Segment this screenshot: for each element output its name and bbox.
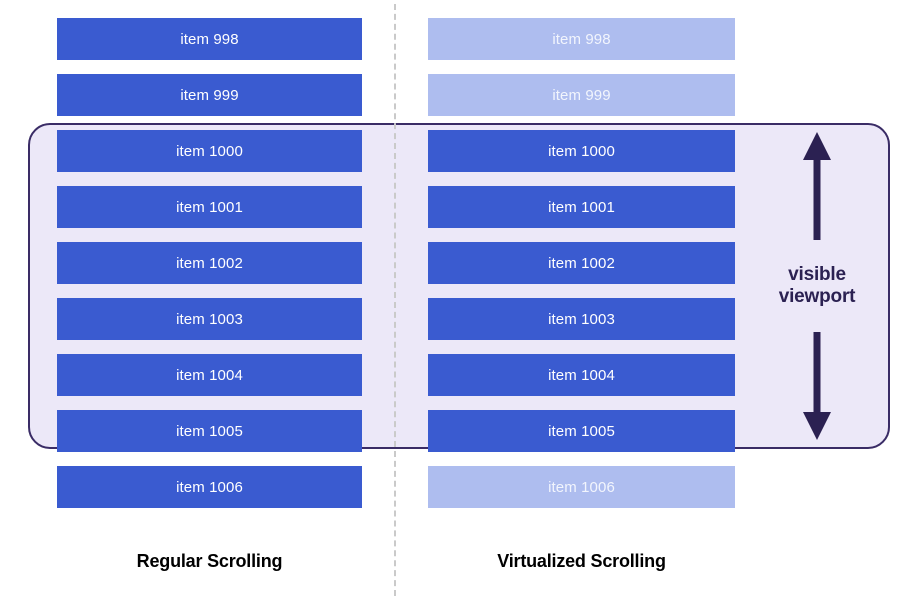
- arrow-up-icon: [803, 132, 831, 240]
- regular-list-item[interactable]: item 1006: [57, 466, 362, 508]
- virtualized-list-item[interactable]: item 999: [428, 74, 735, 116]
- item-label: item 1003: [548, 310, 615, 328]
- column-divider: [394, 4, 396, 596]
- item-label: item 998: [180, 30, 239, 48]
- virtualized-list-item[interactable]: item 1001: [428, 186, 735, 228]
- virtualized-list-item[interactable]: item 1003: [428, 298, 735, 340]
- regular-list-item[interactable]: item 998: [57, 18, 362, 60]
- regular-list-item[interactable]: item 1001: [57, 186, 362, 228]
- item-label: item 1003: [176, 310, 243, 328]
- item-label: item 1002: [548, 254, 615, 272]
- viewport-caption-text: visible viewport: [779, 264, 856, 309]
- item-label: item 1002: [176, 254, 243, 272]
- item-label: item 1005: [548, 422, 615, 440]
- virtualized-scrolling-label: Virtualized Scrolling: [497, 551, 666, 571]
- item-label: item 1001: [548, 198, 615, 216]
- item-label: item 998: [552, 30, 611, 48]
- viewport-annotation: visible viewport: [752, 130, 882, 442]
- regular-scrolling-label: Regular Scrolling: [136, 551, 283, 571]
- viewport-caption-line-1: visible: [788, 263, 846, 285]
- item-label: item 1000: [548, 142, 615, 160]
- virtualized-list-item[interactable]: item 1000: [428, 130, 735, 172]
- virtualized-list-item[interactable]: item 1004: [428, 354, 735, 396]
- regular-list-item[interactable]: item 1003: [57, 298, 362, 340]
- virtualized-list-item[interactable]: item 1005: [428, 410, 735, 452]
- regular-list-item[interactable]: item 1004: [57, 354, 362, 396]
- virtualized-list-item[interactable]: item 998: [428, 18, 735, 60]
- regular-list-item[interactable]: item 1002: [57, 242, 362, 284]
- virtualized-list-item[interactable]: item 1006: [428, 466, 735, 508]
- item-label: item 1001: [176, 198, 243, 216]
- item-label: item 1004: [176, 366, 243, 384]
- regular-list-item[interactable]: item 999: [57, 74, 362, 116]
- virtualized-list-item[interactable]: item 1002: [428, 242, 735, 284]
- item-label: item 1004: [548, 366, 615, 384]
- item-label: item 1005: [176, 422, 243, 440]
- item-label: item 1006: [176, 478, 243, 496]
- regular-list-item[interactable]: item 1005: [57, 410, 362, 452]
- viewport-caption-line-2: viewport: [778, 286, 856, 307]
- regular-list-item[interactable]: item 1000: [57, 130, 362, 172]
- item-label: item 999: [180, 86, 239, 104]
- item-label: item 1006: [548, 478, 615, 496]
- item-label: item 999: [552, 86, 611, 104]
- arrow-down-icon: [803, 332, 831, 440]
- item-label: item 1000: [176, 142, 243, 160]
